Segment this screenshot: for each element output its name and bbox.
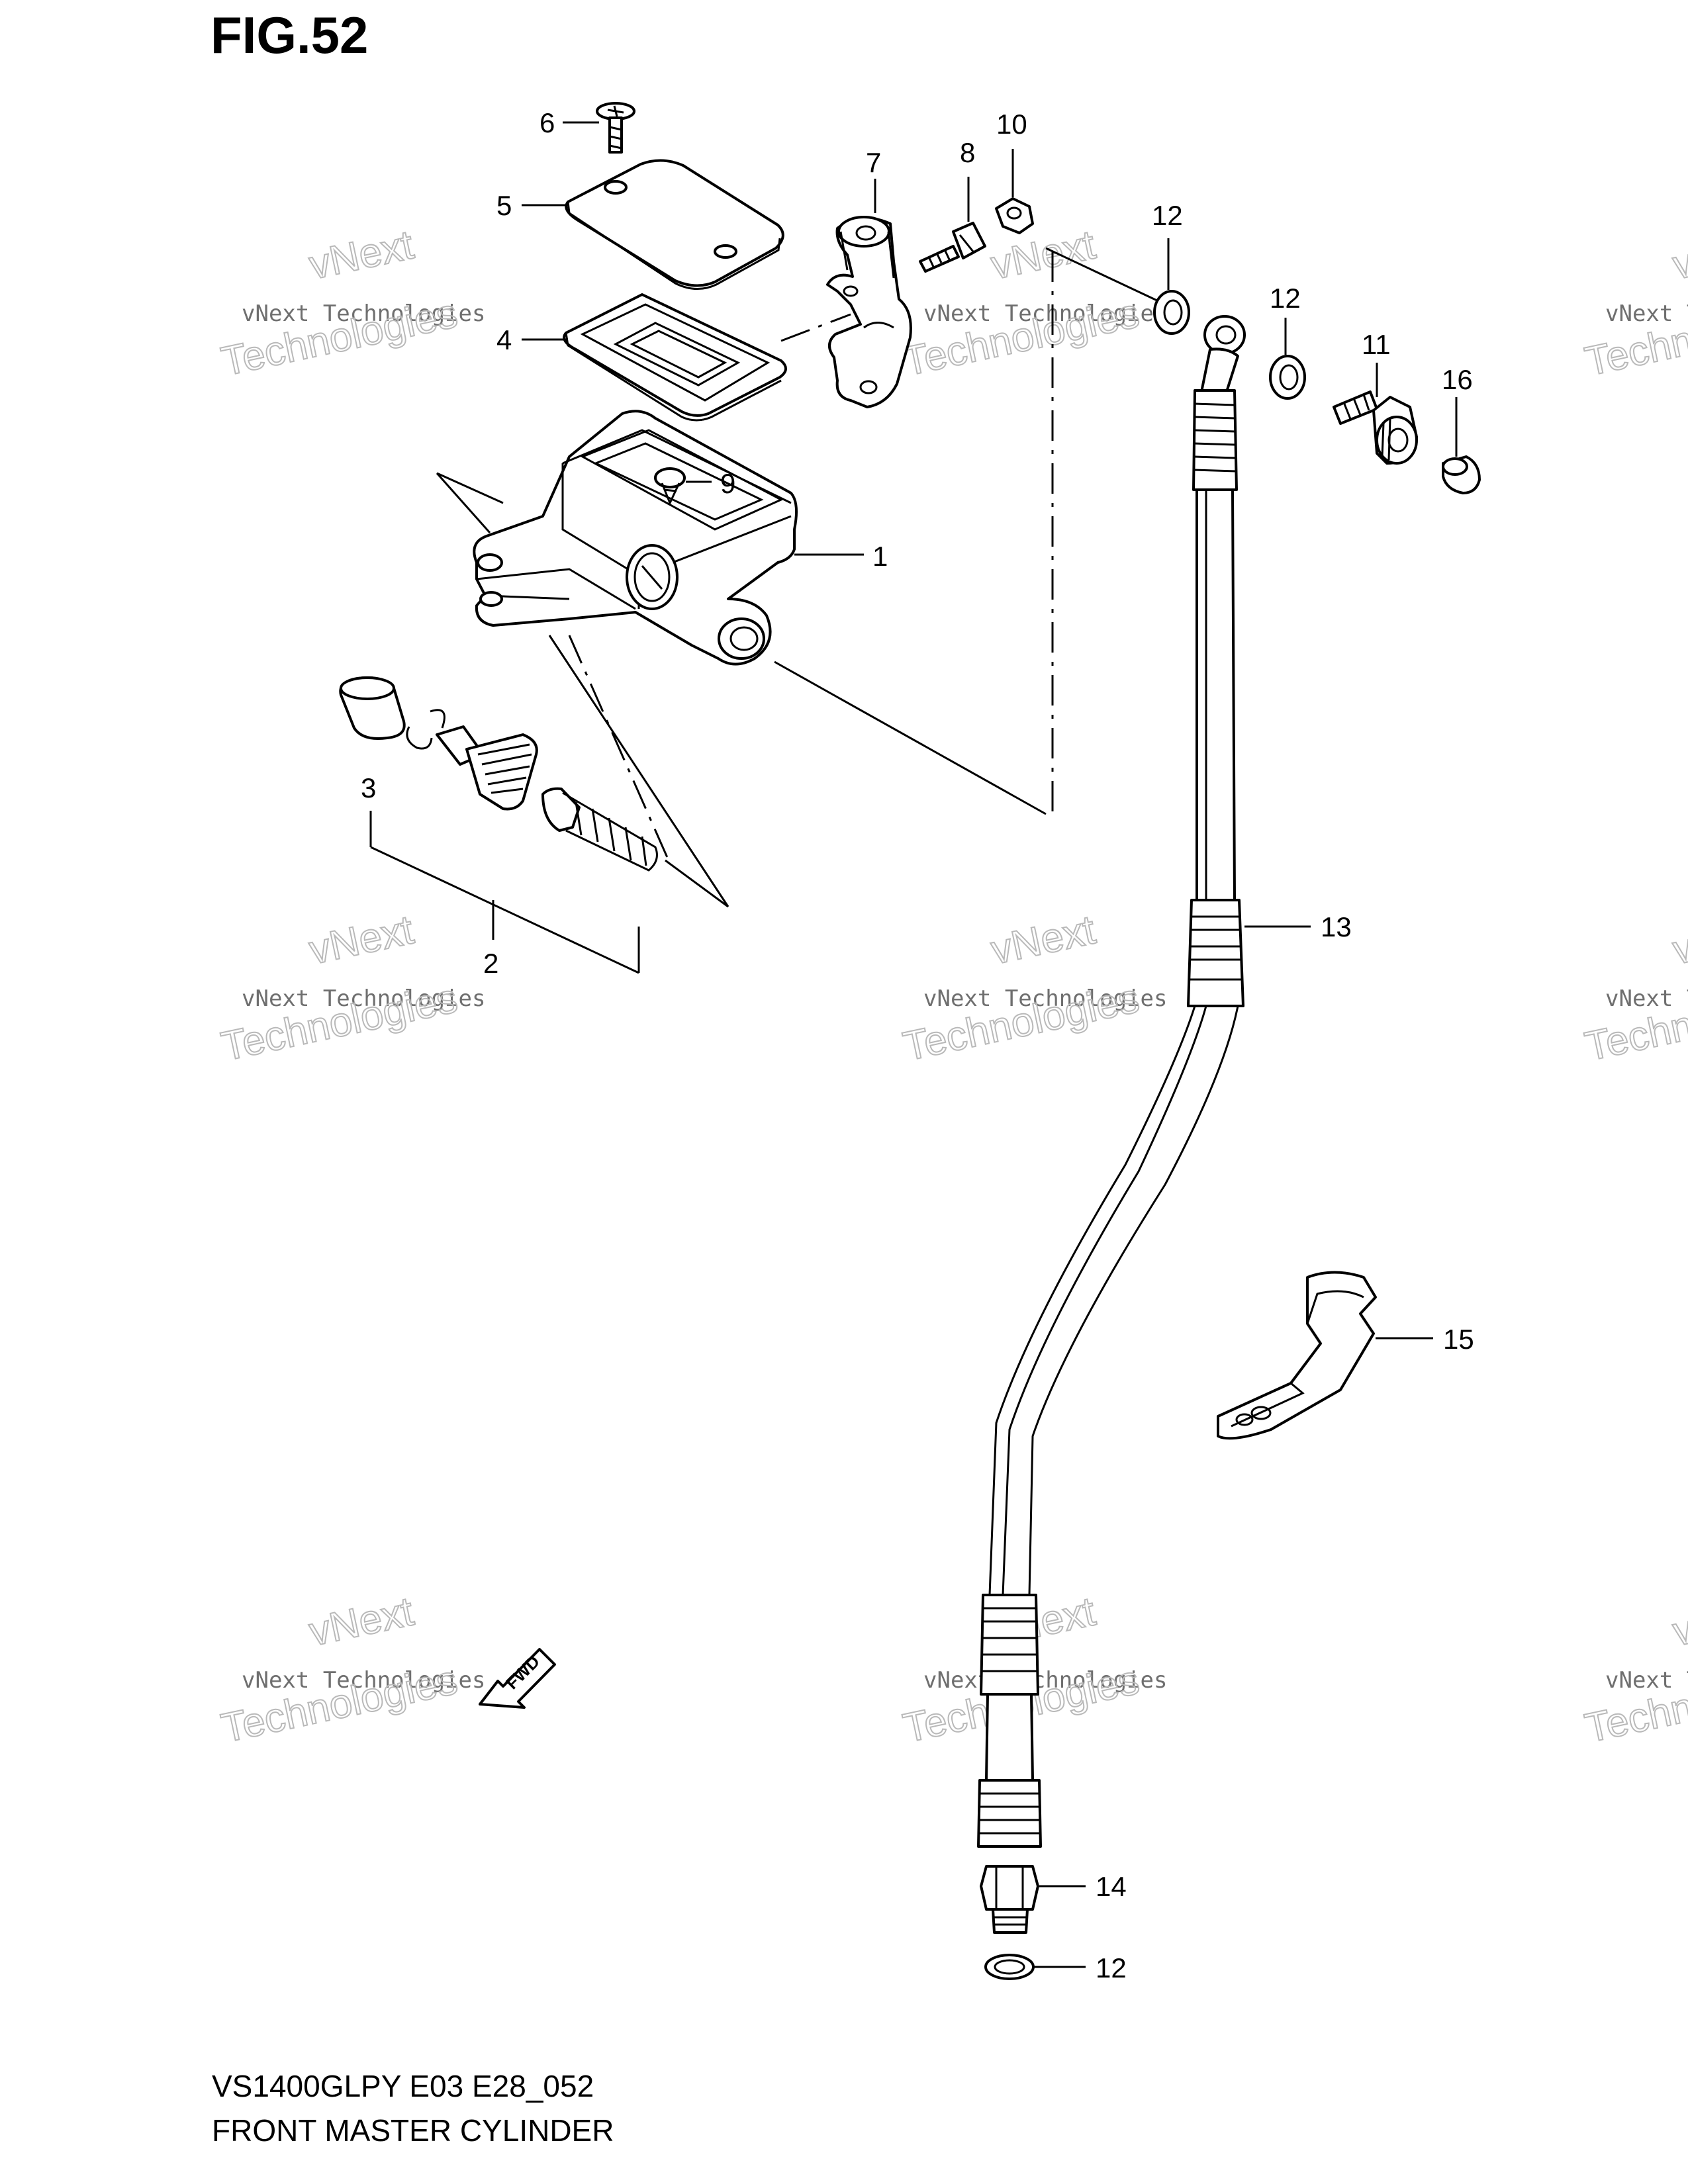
callout-14: 14: [1096, 1871, 1127, 1902]
svg-text:vNext: vNext: [987, 907, 1099, 973]
part-11-bolt[interactable]: [1333, 363, 1418, 465]
callout-3: 3: [361, 772, 376, 803]
watermark: vNext vNext Technologies Technologies: [217, 221, 486, 385]
part-13-brake-hose[interactable]: [977, 315, 1311, 1848]
callout-5: 5: [496, 190, 512, 221]
svg-text:vNext Technologies: vNext Technologies: [242, 1667, 485, 1694]
part-16-cap[interactable]: [1442, 397, 1481, 494]
callout-4: 4: [496, 324, 512, 355]
watermark: vNext vNext Technologies Technologies: [899, 221, 1168, 385]
callout-12-b: 12: [1270, 283, 1301, 314]
callout-10: 10: [996, 109, 1027, 140]
svg-text:vNext: vNext: [987, 222, 1099, 288]
figure-title: FIG.52: [211, 6, 369, 64]
assembly-lines: [436, 247, 1159, 908]
fwd-arrow: FWD: [479, 1648, 556, 1709]
watermark: vNext vNext Technologies Technologies: [899, 906, 1168, 1070]
callout-6: 6: [539, 107, 555, 138]
callout-2: 2: [483, 948, 498, 979]
svg-text:vNext Technologies: vNext Technologies: [1605, 985, 1688, 1012]
callout-12-c: 12: [1096, 1952, 1127, 1983]
callout-13: 13: [1321, 911, 1352, 942]
callout-9: 9: [720, 468, 735, 499]
part-3-piston-set[interactable]: [339, 676, 538, 834]
part-12-washer-c[interactable]: [984, 1954, 1086, 1980]
callout-8: 8: [960, 137, 975, 168]
svg-text:vNext Technologies: vNext Technologies: [923, 985, 1167, 1012]
part-5-reservoir-cap[interactable]: [565, 159, 784, 291]
watermark: vNext vNext Technologies Technologies: [217, 906, 486, 1070]
callout-16: 16: [1442, 364, 1473, 395]
callout-1: 1: [872, 541, 888, 572]
callout-7: 7: [866, 147, 881, 178]
part-9-screw[interactable]: [654, 467, 712, 506]
part-14-union-nut[interactable]: [980, 1865, 1086, 1934]
svg-text:vNext: vNext: [1669, 222, 1688, 288]
part-15-clamp[interactable]: [1217, 1271, 1433, 1440]
model-code: VS1400GLPY E03 E28_052: [212, 2069, 594, 2103]
part-10-nut[interactable]: [995, 149, 1034, 234]
watermark: vNext vNext Technologies Technologies: [1581, 221, 1688, 385]
svg-text:vNext Technologies: vNext Technologies: [1605, 300, 1688, 327]
part-2-spring[interactable]: [369, 787, 658, 974]
svg-text:vNext: vNext: [1669, 1588, 1688, 1655]
part-12-washer-b[interactable]: [1269, 318, 1306, 400]
watermark: vNext vNext Technologies Technologies: [217, 1588, 486, 1752]
svg-text:vNext: vNext: [305, 222, 417, 288]
part-1-master-cylinder-body[interactable]: [473, 410, 864, 666]
part-8-bolt[interactable]: [919, 177, 986, 273]
svg-text:vNext Technologies: vNext Technologies: [923, 300, 1167, 327]
watermark: vNext vNext Technologies Technologies: [1581, 1588, 1688, 1752]
svg-text:vNext Technologies: vNext Technologies: [923, 1667, 1167, 1694]
svg-text:vNext Technologies: vNext Technologies: [1605, 1667, 1688, 1694]
svg-text:vNext Technologies: vNext Technologies: [242, 985, 485, 1012]
svg-text:vNext: vNext: [305, 907, 417, 973]
part-7-lever-holder[interactable]: [826, 179, 912, 408]
callout-15: 15: [1443, 1324, 1474, 1355]
part-6-screw[interactable]: [596, 102, 635, 154]
watermarks: vNext vNext Technologies Technologies vN…: [217, 221, 1688, 1752]
watermark: vNext vNext Technologies Technologies: [1581, 906, 1688, 1070]
figure-name: FRONT MASTER CYLINDER: [212, 2113, 614, 2148]
part-12-washer-a[interactable]: [1153, 238, 1190, 335]
callout-12-a: 12: [1152, 200, 1183, 231]
callouts: 6 5 4 7 8 10 9 1 3 2 12 12 11 16 13 15 1…: [361, 107, 1474, 1983]
svg-text:vNext: vNext: [305, 1588, 417, 1655]
part-4-diaphragm[interactable]: [563, 293, 787, 422]
svg-text:vNext: vNext: [1669, 907, 1688, 973]
svg-text:vNext Technologies: vNext Technologies: [242, 300, 485, 327]
callout-11: 11: [1362, 329, 1391, 360]
